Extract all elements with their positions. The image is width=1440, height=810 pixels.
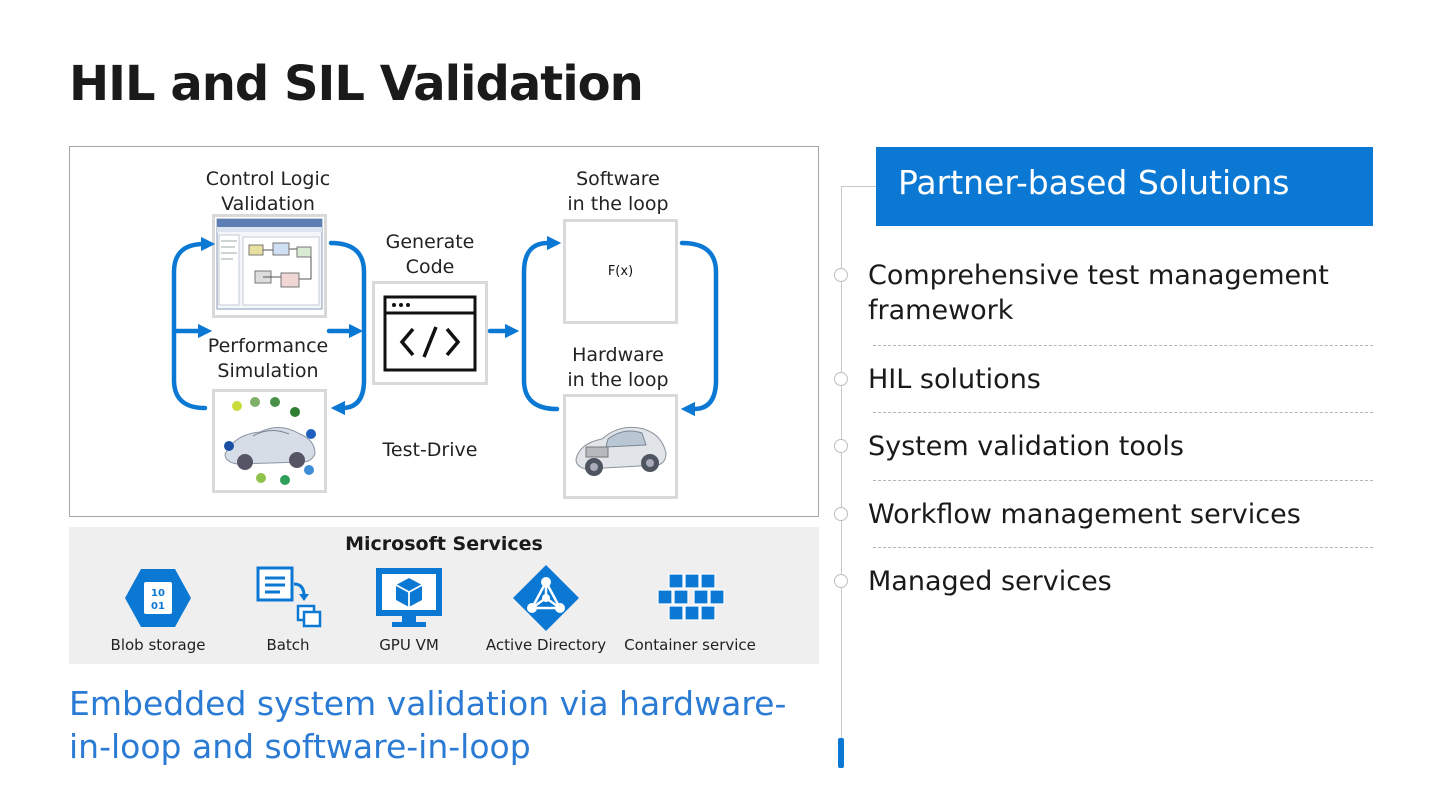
blob-icon-text-2: 01: [151, 601, 165, 612]
bullet-dot: [834, 268, 848, 282]
control-logic-screenshot: [212, 214, 327, 318]
separator: [873, 345, 1373, 346]
test-drive-label: Test-Drive: [382, 439, 478, 461]
arrow-left-loop-up: [171, 236, 216, 411]
batch-icon: [256, 566, 322, 628]
sil-box: F(x): [563, 219, 678, 324]
partner-item-test-management: Comprehensive test management framework: [868, 260, 1329, 326]
separator: [873, 480, 1373, 481]
partner-header: [876, 147, 1373, 226]
arrow-right-loop-down: [679, 240, 719, 417]
arrow-right-loop-up: [521, 235, 562, 412]
performance-simulation-image: [212, 389, 327, 493]
validation-diagram: [69, 146, 819, 517]
active-directory-icon: [513, 565, 579, 631]
timeline-tick: [841, 186, 876, 187]
blob-icon-text-1: 10: [151, 588, 165, 599]
performance-label-line2: Simulation: [217, 360, 319, 382]
bullet-dot: [834, 507, 848, 521]
generate-code-card: [372, 281, 488, 385]
page-title: HIL and SIL Validation: [69, 56, 644, 112]
timeline-end-marker: [838, 738, 844, 768]
timeline-line: [841, 186, 842, 756]
hil-label: Hardware in the loop: [528, 343, 708, 393]
control-logic-label-line1: Control Logic: [205, 168, 331, 190]
hil-label-line2: in the loop: [567, 369, 669, 391]
bullet-dot: [834, 372, 848, 386]
hil-label-line1: Hardware: [572, 344, 664, 366]
separator: [873, 412, 1373, 413]
gpu-vm-icon: [376, 568, 442, 627]
container-service-icon: [657, 573, 725, 621]
control-logic-label: Control Logic Validation: [168, 167, 368, 217]
sil-label-line2: in the loop: [567, 193, 669, 215]
partner-item-system-validation: System validation tools: [868, 431, 1184, 462]
car-simulation-icon: [224, 397, 316, 485]
sil-label: Software in the loop: [528, 167, 708, 217]
arrow-left-loop-down: [328, 240, 367, 416]
partner-item-hil-solutions: HIL solutions: [868, 364, 1041, 395]
partner-item-managed-services: Managed services: [868, 566, 1112, 597]
blob-storage-icon: 10 01: [125, 569, 191, 627]
services-title: Microsoft Services: [345, 533, 543, 555]
slide-caption: Embedded system validation via hardware-…: [69, 684, 787, 766]
control-logic-label-line2: Validation: [221, 193, 315, 215]
car-hardware-icon: [575, 426, 667, 476]
software-window-icon: [216, 218, 323, 310]
generate-code-label: Generate Code: [350, 230, 510, 280]
service-label-container-service: Container service: [624, 636, 756, 654]
service-label-active-directory: Active Directory: [485, 636, 607, 654]
sil-label-line1: Software: [576, 168, 660, 190]
sil-function-text: F(x): [607, 264, 634, 279]
performance-label-line1: Performance: [207, 335, 329, 357]
generate-label-line2: Code: [405, 256, 455, 278]
bullet-dot: [834, 439, 848, 453]
service-label-gpu-vm: GPU VM: [379, 636, 439, 654]
service-label-batch: Batch: [266, 636, 310, 654]
service-label-blob-storage: Blob storage: [110, 636, 206, 654]
partner-item-workflow-management: Workflow management services: [868, 499, 1301, 530]
partner-header-title: Partner-based Solutions: [898, 163, 1290, 202]
code-window-icon: [383, 295, 477, 372]
bullet-dot: [834, 574, 848, 588]
performance-simulation-label: Performance Simulation: [168, 334, 368, 384]
separator: [873, 547, 1373, 548]
hil-car-image: [563, 394, 678, 499]
generate-label-line1: Generate: [385, 231, 475, 253]
